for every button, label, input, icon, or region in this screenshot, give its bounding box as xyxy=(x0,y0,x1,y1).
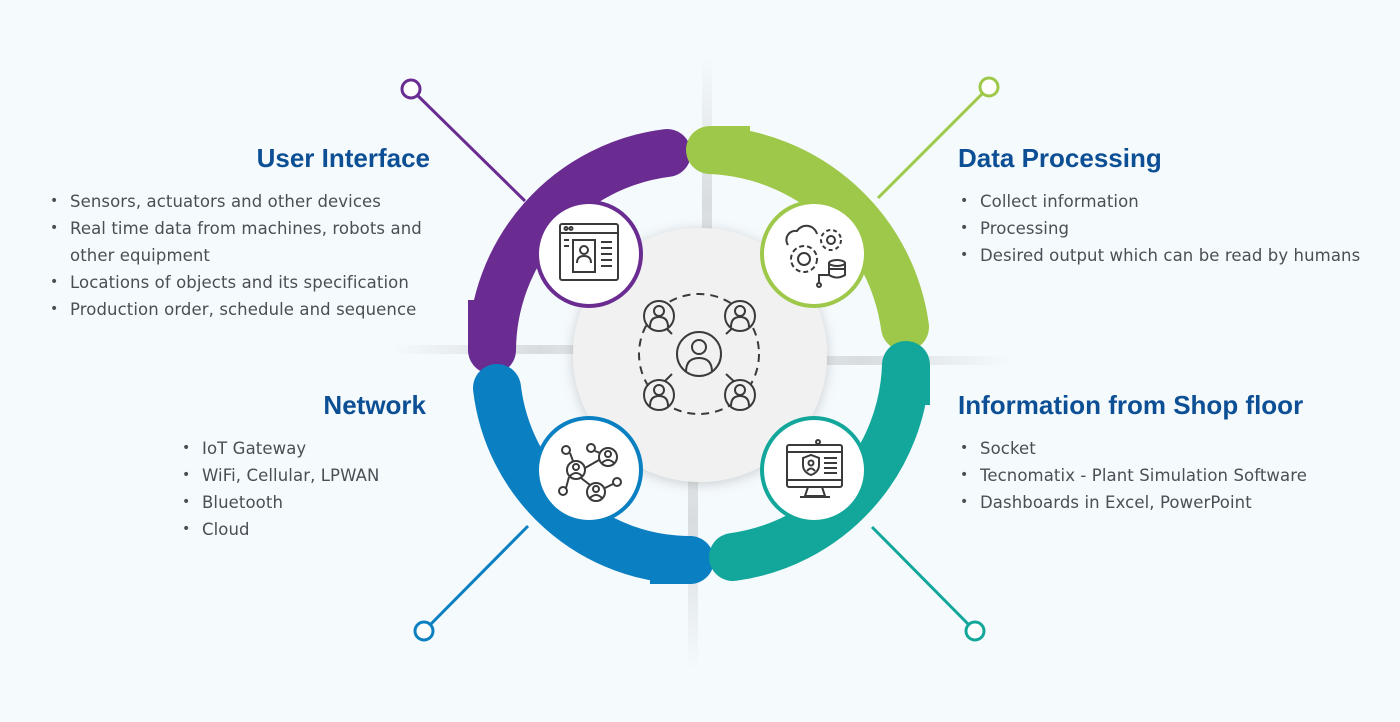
section-title-shop-floor: Information from Shop floor xyxy=(958,390,1304,420)
list-item: Locations of objects and its specificati… xyxy=(48,269,448,296)
list-item: Production order, schedule and sequence xyxy=(48,296,448,323)
arc-user-interface-base xyxy=(468,300,516,350)
list-item: Collect information xyxy=(958,188,1398,215)
section-network: Network IoT Gateway WiFi, Cellular, LPWA… xyxy=(180,390,430,543)
arc-network-base xyxy=(650,536,692,584)
list-item: Sensors, actuators and other devices xyxy=(48,188,448,215)
seam-right xyxy=(710,356,1010,365)
list-item: Tecnomatix - Plant Simulation Software xyxy=(958,462,1378,489)
list-item: IoT Gateway xyxy=(180,435,430,462)
section-title-user-interface: User Interface xyxy=(256,143,430,173)
bullet-list-user-interface: Sensors, actuators and other devices Rea… xyxy=(48,188,448,323)
arc-shop-floor-base xyxy=(882,365,930,405)
seam-bottom xyxy=(688,370,698,670)
section-title-network: Network xyxy=(323,390,426,420)
section-shop-floor: Information from Shop floor Socket Tecno… xyxy=(958,390,1378,516)
seam-left xyxy=(390,345,690,354)
list-item: Socket xyxy=(958,435,1378,462)
list-item: Desired output which can be read by huma… xyxy=(958,242,1398,269)
list-item: Real time data from machines, robots and… xyxy=(48,215,448,269)
bullet-list-shop-floor: Socket Tecnomatix - Plant Simulation Sof… xyxy=(958,435,1378,516)
list-item: Dashboards in Excel, PowerPoint xyxy=(958,489,1378,516)
section-title-data-processing: Data Processing xyxy=(958,143,1162,173)
bullet-list-data-processing: Collect information Processing Desired o… xyxy=(958,188,1398,269)
connector-data-processing xyxy=(876,76,1000,200)
section-user-interface: User Interface Sensors, actuators and ot… xyxy=(48,143,448,323)
bullet-list-network: IoT Gateway WiFi, Cellular, LPWAN Blueto… xyxy=(180,435,430,543)
section-data-processing: Data Processing Collect information Proc… xyxy=(958,143,1398,269)
seam-top xyxy=(702,55,712,355)
list-item: WiFi, Cellular, LPWAN xyxy=(180,462,430,489)
connector-user-interface xyxy=(400,78,527,203)
network-people-icon xyxy=(535,416,643,524)
secure-monitor-icon xyxy=(760,416,868,524)
people-network-icon xyxy=(638,293,760,415)
list-item: Processing xyxy=(958,215,1398,242)
list-item: Bluetooth xyxy=(180,489,430,516)
connector-network xyxy=(413,524,530,642)
user-interface-icon xyxy=(535,200,643,308)
arc-data-processing-base xyxy=(710,126,750,174)
gears-database-icon xyxy=(760,200,868,308)
list-item: Cloud xyxy=(180,516,430,543)
connector-shop-floor xyxy=(870,525,986,642)
